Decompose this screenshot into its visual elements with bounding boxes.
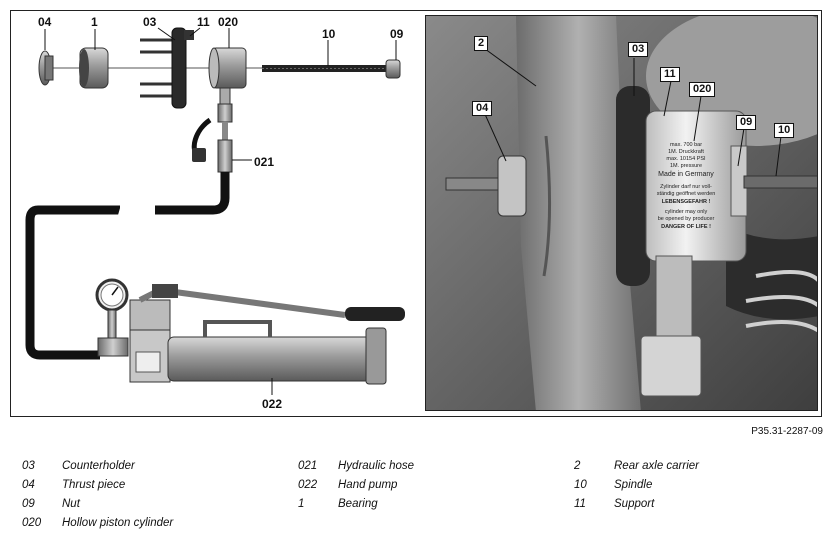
callout-020: 020 (218, 15, 239, 29)
hand-pump-part (95, 278, 405, 385)
photo-callout-10: 10 (774, 123, 795, 138)
photo-callout-11: 11 (660, 67, 680, 82)
bearing-part (79, 47, 109, 89)
legend-num: 1 (298, 498, 305, 510)
legend-num: 2 (574, 460, 581, 472)
callout-021: 021 (254, 155, 275, 169)
cylinder-text-6: ständig geöffnet werden (657, 191, 716, 197)
counterholder-part (140, 27, 194, 109)
legend-num: 11 (574, 498, 586, 510)
photo-callout-09: 09 (736, 115, 757, 130)
photo-callout-020: 020 (689, 82, 716, 97)
legend-num: 09 (22, 498, 35, 510)
cylinder-text-0: max. 700 bar (670, 142, 702, 148)
photo-callout-2: 2 (474, 36, 489, 51)
figure-reference: P35.31-2287-09 (751, 426, 823, 437)
photo-callout-03: 03 (628, 42, 649, 57)
legend-label: Rear axle carrier (614, 460, 699, 472)
cylinder-text-4: Made in Germany (658, 171, 714, 178)
cylinder-text-5: Zylinder darf nur voll- (660, 184, 712, 190)
legend-num: 10 (574, 479, 587, 491)
hydraulic-hose-part (25, 103, 233, 360)
callout-10: 10 (322, 27, 336, 41)
callout-09: 09 (390, 27, 404, 41)
exploded-tool-diagram (25, 27, 405, 385)
nut-part (385, 59, 401, 79)
cylinder-text-3: 1M. pressure (670, 163, 702, 169)
legend-label: Spindle (614, 479, 653, 491)
legend-label: Thrust piece (62, 479, 126, 491)
legend-label: Nut (62, 498, 80, 510)
legend-num: 021 (298, 460, 318, 472)
cylinder-text-2: max. 10154 PSI (666, 156, 706, 162)
thrust-piece-part (38, 50, 54, 86)
legend-num: 03 (22, 460, 35, 472)
callout-03: 03 (143, 15, 157, 29)
installation-photo-drawing: max. 700 bar 1M. Druckkraft max. 10154 P… (426, 16, 817, 410)
photo-callout-04: 04 (472, 101, 493, 116)
spindle-part (262, 65, 390, 72)
installation-photo: max. 700 bar 1M. Druckkraft max. 10154 P… (425, 15, 818, 411)
legend-label: Counterholder (62, 460, 135, 472)
legend-label: Hand pump (338, 479, 398, 491)
callout-022: 022 (262, 397, 283, 411)
legend-label: Hollow piston cylinder (62, 517, 174, 529)
cylinder-text-10: DANGER OF LIFE ! (661, 224, 711, 230)
legend-num: 04 (22, 479, 35, 491)
cylinder-text-7: LEBENSGEFAHR ! (662, 199, 711, 205)
callout-1: 1 (91, 15, 98, 29)
legend-label: Bearing (338, 498, 378, 510)
legend-label: Support (614, 498, 655, 510)
legend-num: 022 (298, 479, 318, 491)
callout-11: 11 (197, 15, 210, 29)
cylinder-text-8: cylinder may only (665, 209, 708, 215)
legend-label: Hydraulic hose (338, 460, 415, 472)
legend-num: 020 (22, 517, 42, 529)
cylinder-text-9: be opened by producer (658, 216, 715, 222)
callout-04: 04 (38, 15, 52, 29)
cylinder-text-1: 1M. Druckkraft (668, 149, 704, 155)
